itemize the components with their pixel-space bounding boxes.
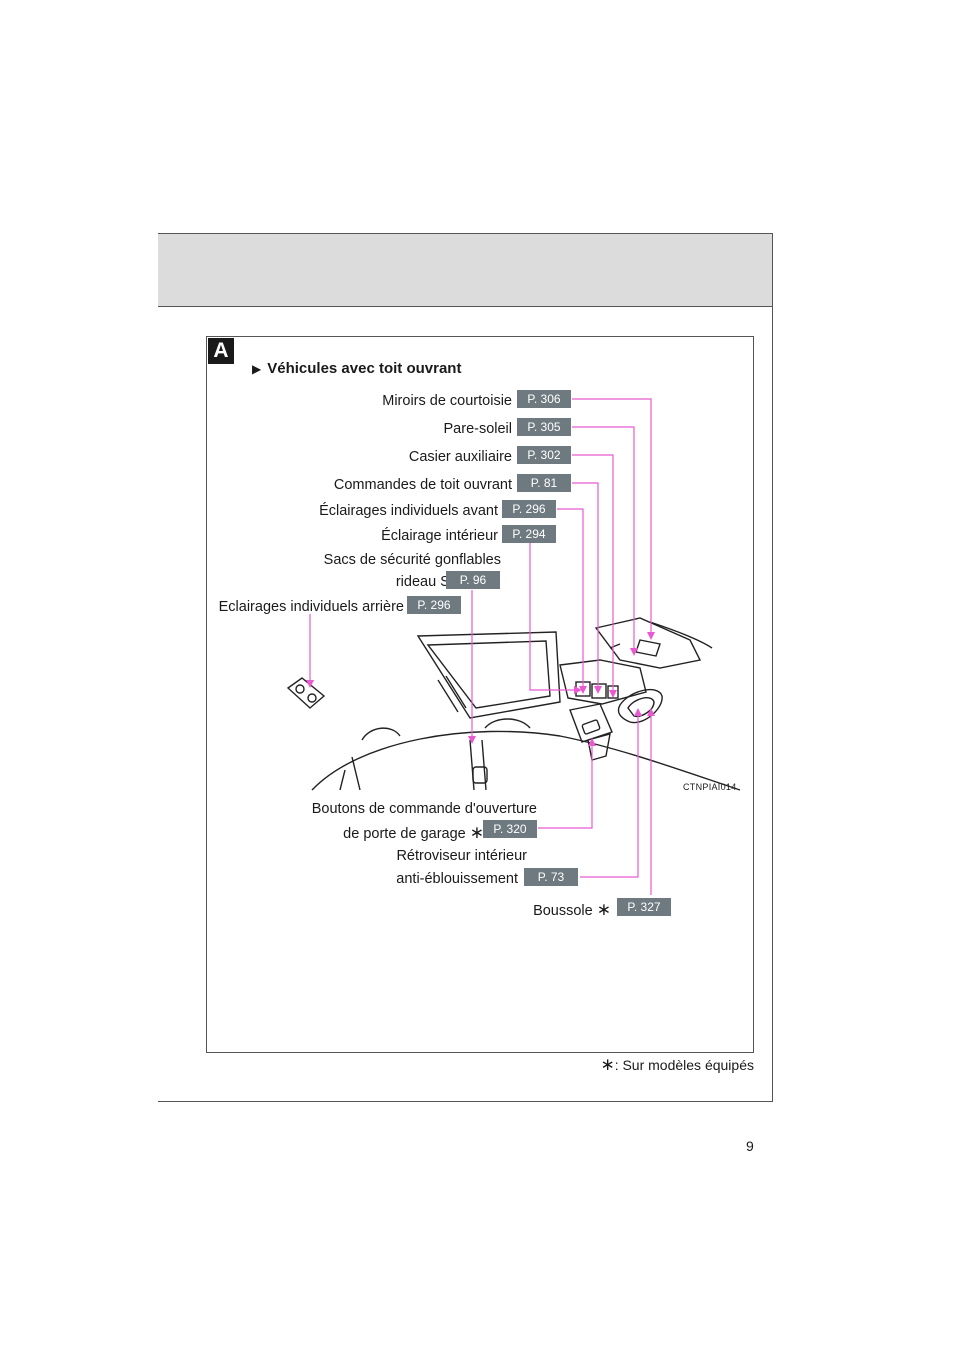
- asterisk-icon: ∗: [600, 1055, 615, 1074]
- callout-eclairages-avant-label: Éclairages individuels avant: [319, 503, 498, 519]
- callout-retroviseur-page[interactable]: P. 73: [524, 868, 578, 886]
- callout-boutons-garage-line2: de porte de garage ∗: [343, 823, 484, 842]
- callout-sacs-srs-page[interactable]: P. 96: [446, 571, 500, 589]
- callout-eclairages-arriere-page[interactable]: P. 296: [407, 596, 461, 614]
- callout-retroviseur-line2: anti-éblouissement: [396, 871, 518, 887]
- page-number: 9: [746, 1138, 754, 1154]
- callout-eclairages-avant-page[interactable]: P. 296: [502, 500, 556, 518]
- callout-eclairage-interieur-label: Éclairage intérieur: [381, 528, 498, 544]
- section-title-text: Véhicules avec toit ouvrant: [267, 360, 462, 377]
- callout-boussole-label: Boussole ∗: [533, 900, 611, 919]
- callout-pare-soleil-page[interactable]: P. 305: [517, 418, 571, 436]
- leader-lines: [309, 398, 652, 895]
- callout-eclairage-interieur-page[interactable]: P. 294: [502, 525, 556, 543]
- section-title: ▶ Véhicules avec toit ouvrant: [252, 360, 461, 377]
- callout-commandes-toit-label: Commandes de toit ouvrant: [333, 477, 512, 493]
- callout-commandes-toit-page[interactable]: P. 81: [517, 474, 571, 492]
- car-interior-drawing: [286, 617, 741, 791]
- callout-eclairages-arriere-label: Eclairages individuels arrière: [218, 599, 404, 615]
- callout-boussole-page[interactable]: P. 327: [617, 898, 671, 916]
- callout-pare-soleil-label: Pare-soleil: [443, 421, 513, 437]
- callout-miroirs-label: Miroirs de courtoisie: [382, 393, 512, 409]
- callout-casier-page[interactable]: P. 302: [517, 446, 571, 464]
- bottom-rule: [158, 1101, 773, 1102]
- callout-boutons-garage-page[interactable]: P. 320: [483, 820, 537, 838]
- triangle-right-icon: ▶: [252, 362, 262, 376]
- section-tag: A: [208, 338, 234, 364]
- header-band: [158, 233, 773, 307]
- right-margin-rule: [772, 233, 773, 1101]
- callout-miroirs-page[interactable]: P. 306: [517, 390, 571, 408]
- illustration-frame: [206, 336, 754, 1053]
- callout-casier-label: Casier auxiliaire: [408, 449, 512, 465]
- callout-retroviseur-line1: Rétroviseur intérieur: [396, 848, 527, 864]
- asterisk-icon: ∗: [596, 900, 611, 919]
- asterisk-icon: ∗: [469, 823, 484, 842]
- footnote: ∗: Sur modèles équipés: [600, 1055, 754, 1075]
- callout-boutons-garage-line1: Boutons de commande d'ouverture: [311, 801, 537, 817]
- footnote-text: : Sur modèles équipés: [614, 1057, 754, 1073]
- image-code: CTNPIAI014: [683, 782, 737, 792]
- callout-sacs-srs-line1: Sacs de sécurité gonflables: [323, 552, 501, 568]
- leader-arrowheads: [306, 632, 655, 746]
